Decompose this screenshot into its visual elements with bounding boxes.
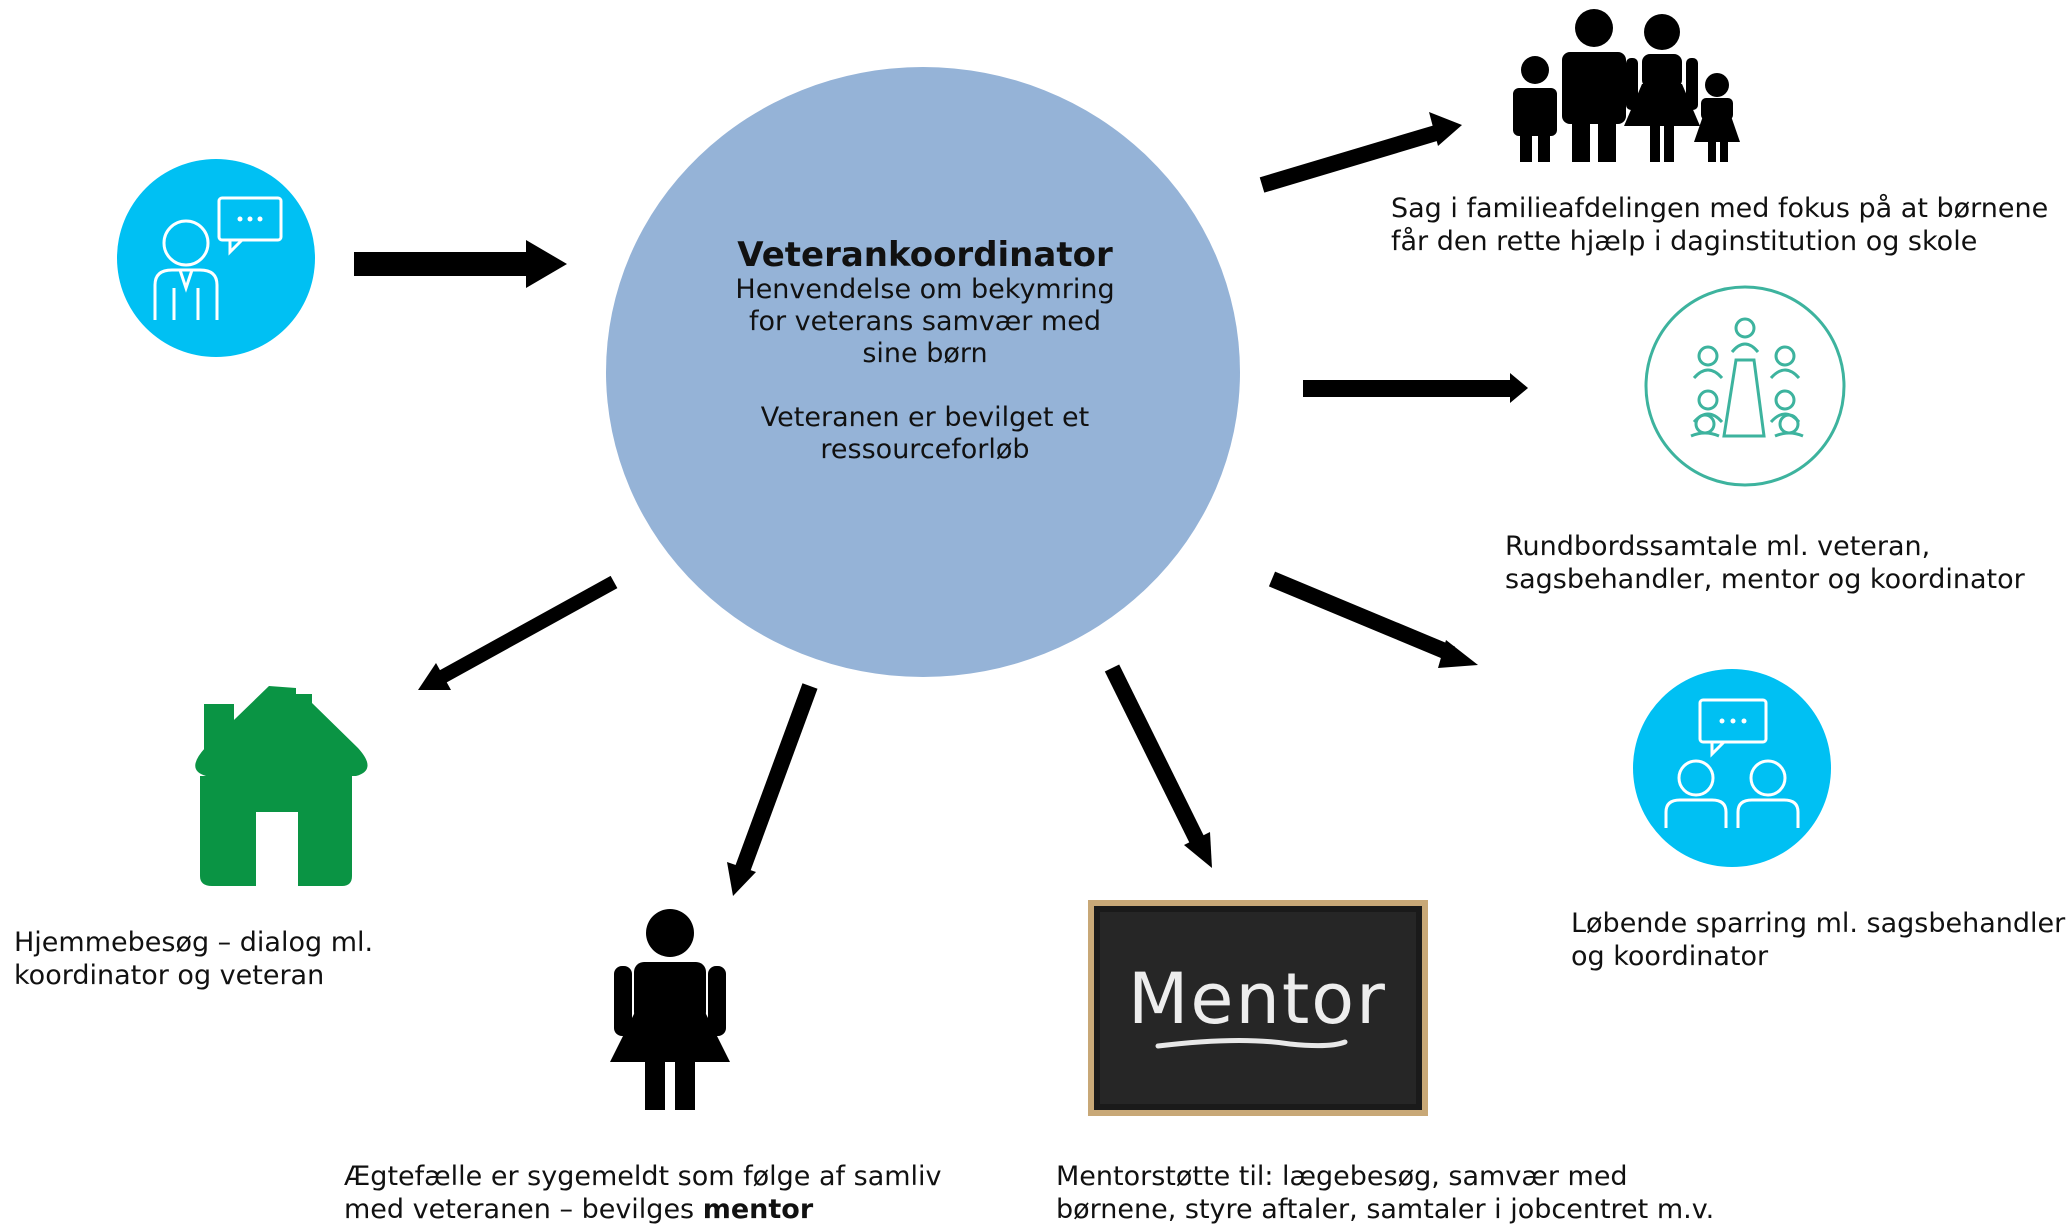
center-line-4: Veteranen er bevilget et xyxy=(760,402,1090,433)
center-line-2: for veterans samvær med xyxy=(748,306,1102,337)
center-line-5: ressourceforløb xyxy=(820,434,1030,465)
arrow-to-home-visit xyxy=(418,575,618,690)
center-circle xyxy=(606,67,1240,677)
home-visit-line-2: koordinator og veteran xyxy=(14,960,325,991)
roundtable-line-2: sagsbehandler, mentor og koordinator xyxy=(1505,564,2025,595)
center-line-3: sine børn xyxy=(862,338,988,369)
person-speech-icon xyxy=(117,159,315,357)
sparring-text: Løbende sparring ml. sagsbehandler og ko… xyxy=(1571,907,2065,973)
two-people-chat-icon xyxy=(1633,669,1831,867)
arrow-to-mentor-support xyxy=(1104,664,1212,868)
spouse-text: Ægtefælle er sygemeldt som følge af saml… xyxy=(344,1160,942,1226)
chalkboard-word: Mentor xyxy=(1128,958,1387,1040)
roundtable-meeting-icon xyxy=(1644,285,1846,487)
spouse-mentor-bold: mentor xyxy=(702,1194,814,1225)
sparring-line-1: Løbende sparring ml. sagsbehandler xyxy=(1571,908,2066,939)
roundtable-line-1: Rundbordssamtale ml. veteran, xyxy=(1505,531,1931,562)
arrow-to-family xyxy=(1259,112,1462,193)
mentor-support-text: Mentorstøtte til: lægebesøg, samvær med … xyxy=(1056,1160,1714,1226)
family-icon xyxy=(1513,9,1740,162)
woman-icon xyxy=(610,909,730,1110)
family-case-text: Sag i familieafdelingen med fokus på at … xyxy=(1391,192,2048,258)
home-visit-line-1: Hjemmebesøg – dialog ml. xyxy=(14,927,374,958)
arrow-to-sparring xyxy=(1268,571,1478,668)
home-visit-text: Hjemmebesøg – dialog ml. koordinator og … xyxy=(14,926,373,992)
spouse-line-2: med veteranen – bevilges mentor xyxy=(344,1193,942,1226)
sparring-line-2: og koordinator xyxy=(1571,941,1769,972)
roundtable-text: Rundbordssamtale ml. veteran, sagsbehand… xyxy=(1505,530,2025,596)
arrow-left-to-center xyxy=(354,240,567,288)
arrow-to-spouse xyxy=(727,683,818,896)
arrow-to-roundtable xyxy=(1303,373,1528,403)
family-case-line-1: Sag i familieafdelingen med fokus på at … xyxy=(1391,193,2049,224)
mentor-support-line-1: Mentorstøtte til: lægebesøg, samvær med xyxy=(1056,1161,1628,1192)
mentor-chalkboard-image xyxy=(1088,900,1428,1116)
house-icon xyxy=(195,686,368,886)
center-text-block: Veterankoordinator Henvendelse om bekymr… xyxy=(660,236,1190,466)
center-title: Veterankoordinator xyxy=(737,235,1113,275)
spouse-line-2-prefix: med veteranen – bevilges xyxy=(344,1194,703,1225)
center-line-1: Henvendelse om bekymring xyxy=(735,274,1115,305)
family-case-line-2: får den rette hjælp i daginstitution og … xyxy=(1391,226,1978,257)
mentor-support-line-2: børnene, styre aftaler, samtaler i jobce… xyxy=(1056,1194,1715,1225)
spouse-line-1: Ægtefælle er sygemeldt som følge af saml… xyxy=(344,1161,942,1192)
